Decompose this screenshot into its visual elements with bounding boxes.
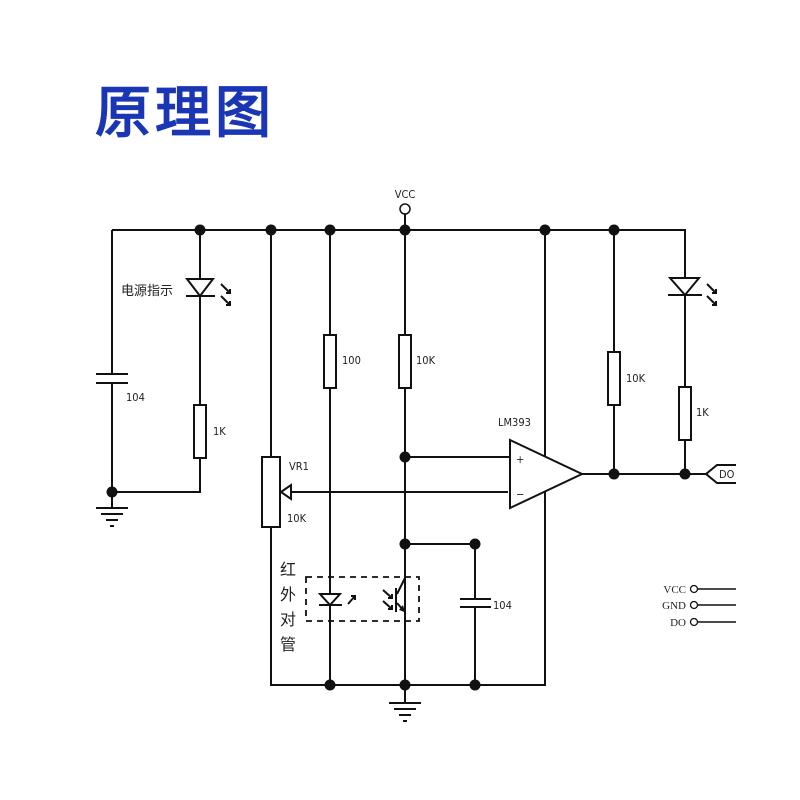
wiper-arrow-icon	[279, 483, 292, 501]
output-led-icon	[667, 277, 717, 306]
vr1-value: 10K	[287, 512, 307, 525]
resistor-power-led	[193, 404, 207, 459]
resistor-ir-led	[323, 334, 337, 389]
svg-text:−: −	[516, 488, 524, 501]
page-title: 原理图	[95, 81, 275, 146]
svg-text:DO: DO	[670, 617, 686, 629]
svg-text:GND: GND	[662, 600, 686, 612]
r-output-pullup-value: 10K	[626, 372, 646, 385]
svg-text:红: 红	[280, 560, 296, 579]
c1-value: 104	[126, 391, 145, 404]
svg-text:管: 管	[280, 635, 296, 654]
phototransistor-icon	[382, 570, 406, 622]
header-pin-vcc: VCC	[663, 584, 736, 596]
ir-led-icon	[317, 593, 356, 607]
resistor-output-pullup	[607, 351, 621, 406]
comparator-label: LM393	[498, 416, 531, 429]
r-ir-led-value: 100	[342, 354, 361, 367]
c2-value: 104	[493, 599, 512, 612]
vcc-rail	[112, 229, 686, 270]
ir-pair-label: 红 外 对 管	[280, 560, 296, 654]
header-pin-do: DO	[670, 617, 736, 629]
capacitor-c1	[96, 373, 128, 384]
do-port-icon	[704, 464, 736, 484]
resistor-output-led	[678, 386, 692, 441]
potentiometer-vr1[interactable]	[261, 456, 281, 528]
comparator-lm393: + −	[509, 438, 585, 510]
svg-text:VCC: VCC	[663, 584, 686, 596]
r-power-led-value: 1K	[213, 425, 226, 438]
do-port-label: DO	[719, 468, 735, 481]
vr1-name: VR1	[289, 460, 309, 473]
ir-pair-box	[305, 576, 420, 622]
resistor-sensor-pullup	[398, 334, 412, 389]
ground-icon	[96, 492, 128, 527]
junction-dots	[106, 224, 691, 691]
power-led-icon	[184, 278, 231, 306]
svg-text:对: 对	[280, 610, 296, 629]
vcc-label: VCC	[395, 188, 416, 201]
capacitor-c2	[460, 598, 491, 608]
svg-text:外: 外	[280, 585, 296, 604]
vcc-terminal	[399, 203, 411, 215]
power-indicator-label: 电源指示	[121, 284, 173, 299]
r-output-led-value: 1K	[696, 406, 709, 419]
svg-text:+: +	[516, 453, 524, 466]
header-pin-gnd: GND	[662, 600, 736, 612]
r-sensor-pullup-value: 10K	[416, 354, 436, 367]
